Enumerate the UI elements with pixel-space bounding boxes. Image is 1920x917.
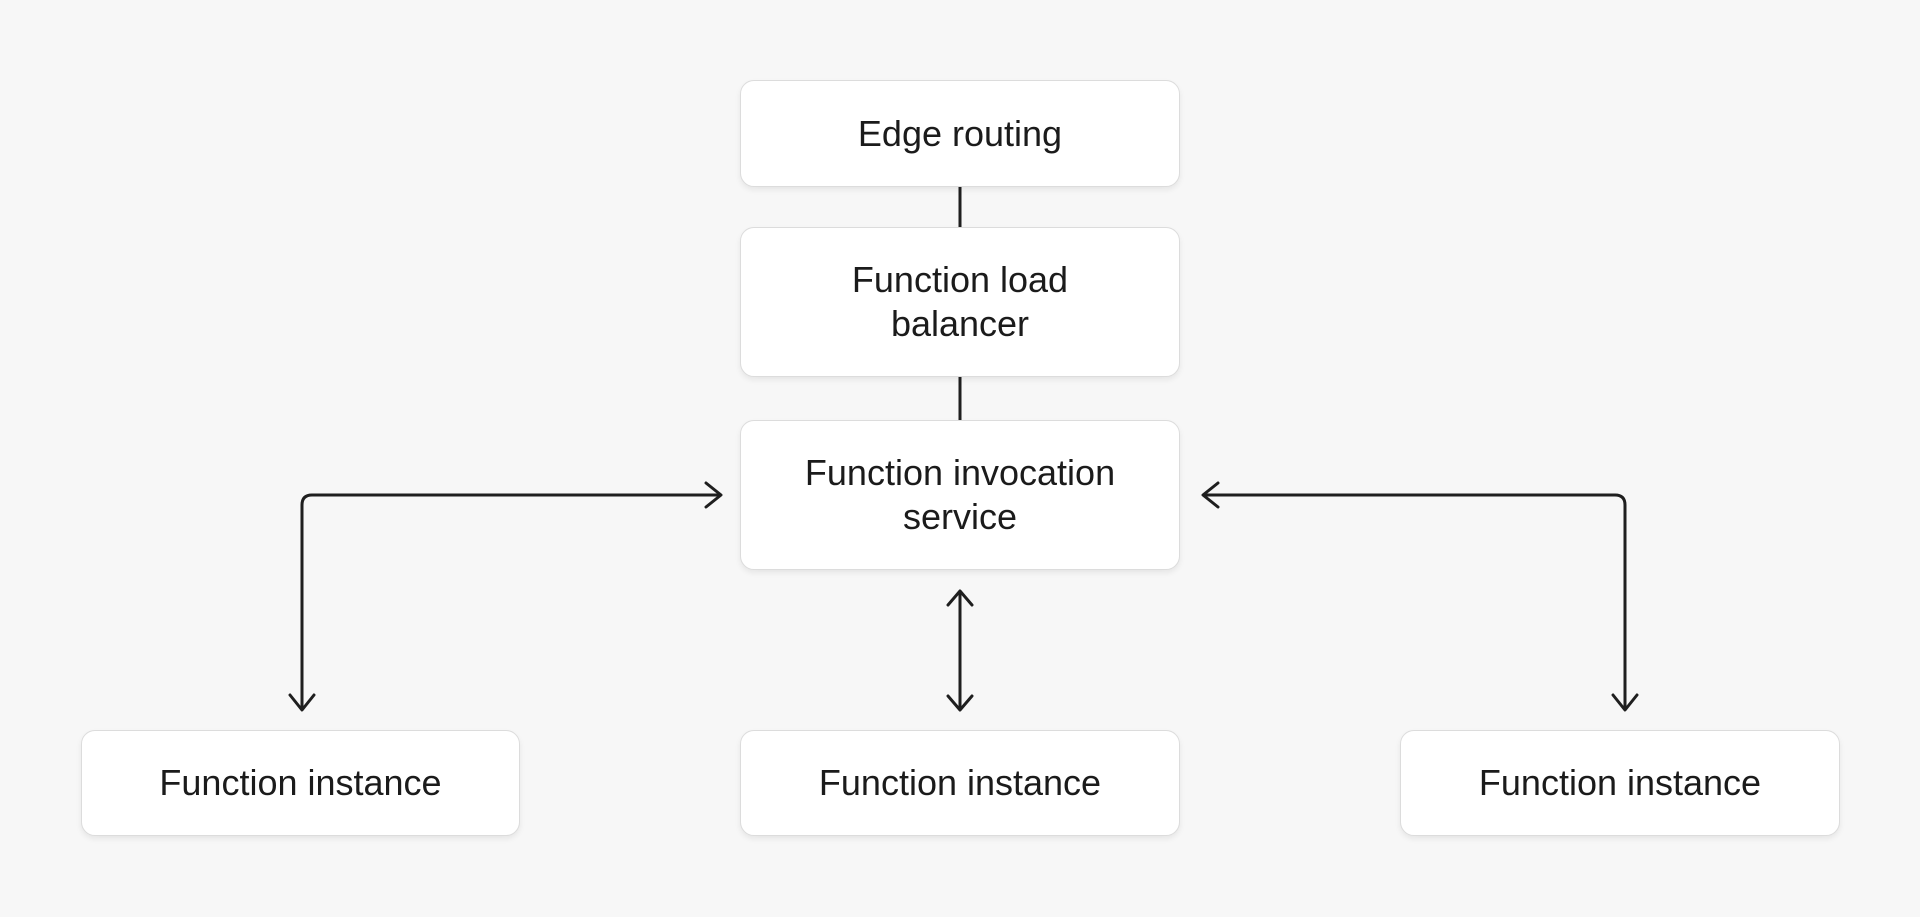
connector-invocation-service-to-middle-instance xyxy=(946,589,974,712)
node-function-load-balancer: Function load balancer xyxy=(740,227,1180,377)
node-function-invocation-service: Function invocation service xyxy=(740,420,1180,570)
node-function-instance-middle: Function instance xyxy=(740,730,1180,836)
node-function-load-balancer-label: Function load balancer xyxy=(851,259,1069,344)
node-function-instance-middle-label: Function instance xyxy=(818,762,1102,803)
node-function-instance-right-label: Function instance xyxy=(1478,762,1762,803)
connector-invocation-service-to-left-instance xyxy=(288,481,723,712)
node-edge-routing-label: Edge routing xyxy=(857,112,1063,154)
node-edge-routing: Edge routing xyxy=(740,80,1180,187)
node-function-instance-left: Function instance xyxy=(81,730,520,836)
node-function-invocation-service-label: Function invocation service xyxy=(804,452,1116,537)
node-function-instance-left-label: Function instance xyxy=(159,762,442,803)
connector-invocation-service-to-right-instance xyxy=(1201,481,1639,712)
node-function-instance-right: Function instance xyxy=(1400,730,1840,836)
